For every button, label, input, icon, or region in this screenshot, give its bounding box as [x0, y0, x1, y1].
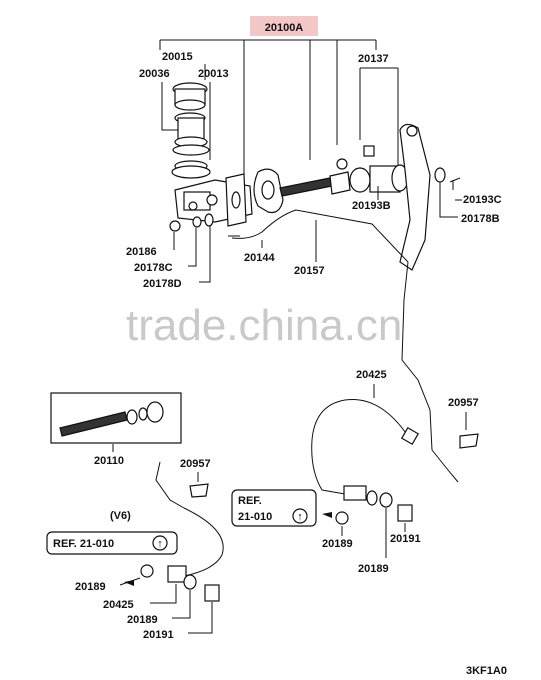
pedal-bracket — [399, 123, 431, 271]
bolt-20191-left — [204, 584, 220, 602]
label-20189-left2: 20189 — [127, 614, 158, 626]
label-20013: 20013 — [198, 68, 229, 80]
label-20957-right: 20957 — [448, 397, 479, 409]
label-20157: 20157 — [294, 265, 325, 277]
ref-left-label: REF. 21-010 — [53, 538, 114, 550]
clip-20957-right — [459, 433, 479, 449]
ref-right-line1: REF. — [238, 495, 262, 507]
label-20189-left1: 20189 — [75, 581, 106, 593]
piston-kit-top — [279, 158, 351, 197]
leaders-bottom-left — [173, 226, 211, 283]
leaders-pipes — [261, 220, 317, 262]
nut-20189-right — [335, 511, 349, 525]
label-20015: 20015 — [162, 51, 193, 63]
master-cylinder — [174, 173, 253, 227]
reservoir-assembly — [171, 82, 211, 179]
hose-20425-left — [183, 507, 224, 577]
label-20425-left: 20425 — [103, 599, 134, 611]
arrow-right-pointer-icon — [322, 512, 332, 518]
label-20425-top: 20425 — [356, 369, 387, 381]
diagram-code: 3KF1A0 — [466, 665, 507, 677]
washer-20178B — [434, 167, 446, 183]
leaders-right — [439, 182, 462, 218]
washer-20189-left — [183, 574, 197, 590]
label-20036: 20036 — [139, 68, 170, 80]
label-v6: (V6) — [110, 510, 131, 522]
bolt-20191-right — [397, 504, 413, 522]
clip-20957-left — [189, 483, 209, 498]
header-part-box — [250, 16, 318, 36]
cotter-pin — [449, 177, 461, 190]
label-20189-right1: 20189 — [322, 538, 353, 550]
pushrod-assembly — [349, 145, 430, 193]
leaders-right-lower — [341, 508, 406, 558]
ref-right-circle-icon — [292, 508, 308, 524]
washer-20189-right — [379, 492, 393, 508]
nut-20186 — [169, 220, 181, 232]
label-20191-right: 20191 — [390, 533, 421, 545]
label-20178D: 20178D — [143, 278, 182, 290]
top-left-leaders — [161, 64, 211, 160]
ref-right-line2: 21-010 — [238, 511, 272, 523]
ref-box-left — [46, 531, 178, 555]
header-bracket — [159, 39, 377, 190]
header-part-label: 20100A — [265, 22, 304, 34]
ref-right-arrow-icon: ↑ — [297, 511, 303, 523]
label-20178B: 20178B — [461, 213, 500, 225]
hose-20425-top — [311, 398, 409, 495]
watermark: trade.china.cn — [126, 301, 402, 350]
piston-cup-icon — [146, 401, 164, 423]
label-20110: 20110 — [94, 455, 124, 467]
ref-left-arrow-icon: ↑ — [157, 538, 163, 550]
label-20178C: 20178C — [134, 262, 173, 274]
label-20957-left: 20957 — [180, 458, 211, 470]
label-20144: 20144 — [244, 252, 275, 264]
ref-left-circle-icon — [152, 535, 168, 551]
label-20189-right2: 20189 — [358, 563, 389, 575]
pipe-20157 — [231, 209, 409, 263]
pipe-right-long — [401, 261, 459, 483]
leaders-left-lower — [119, 577, 213, 634]
label-20186: 20186 — [126, 246, 157, 258]
label-20191-left: 20191 — [143, 629, 174, 641]
label-20193B: 20193B — [352, 200, 391, 212]
nut-20189-left — [140, 564, 154, 578]
leader-20137 — [359, 67, 399, 175]
label-20137: 20137 — [358, 53, 389, 65]
pipe-left — [155, 461, 185, 509]
fitting-left — [167, 565, 187, 583]
fitting-right — [343, 485, 367, 501]
label-20193C: 20193C — [463, 194, 502, 206]
